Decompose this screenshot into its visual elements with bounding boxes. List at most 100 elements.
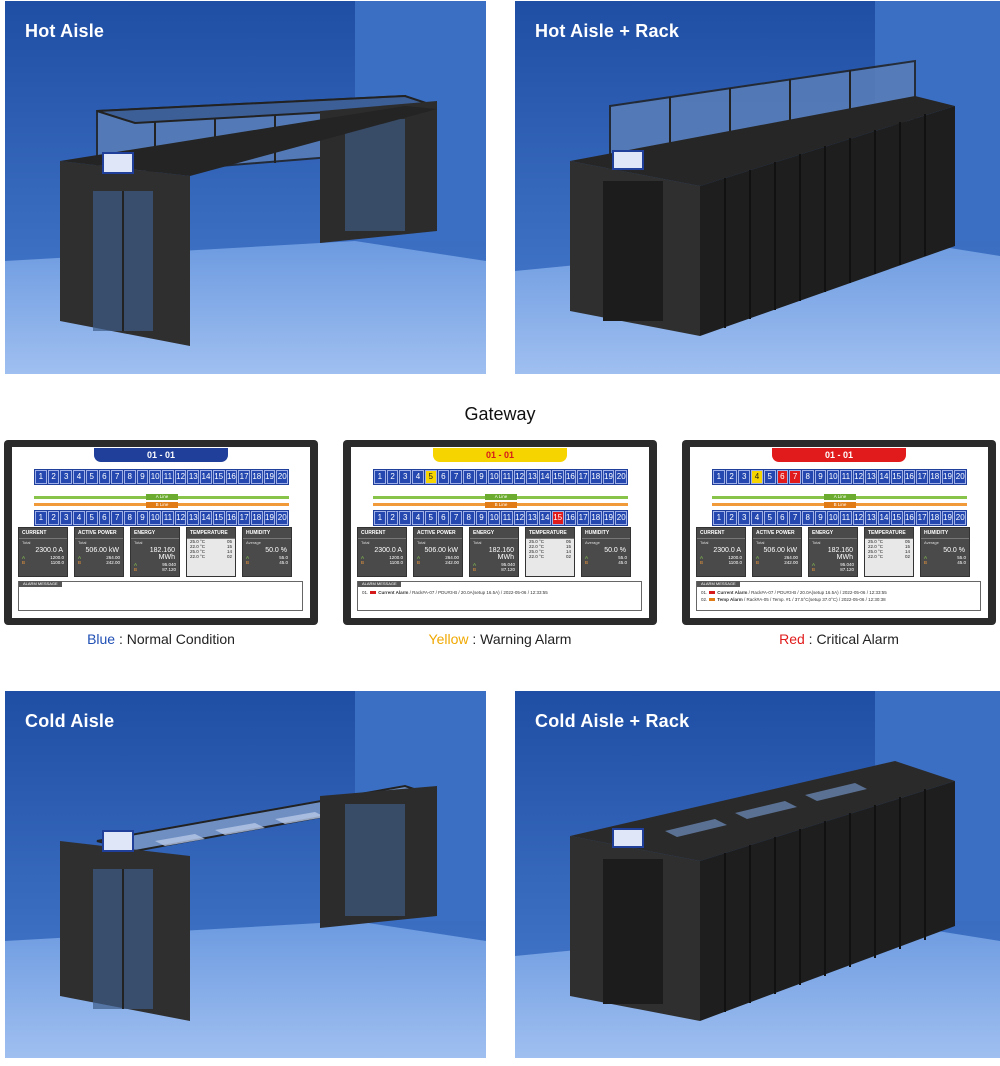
rack-cell[interactable]: 10 (488, 511, 501, 525)
rack-cell[interactable]: 14 (539, 470, 551, 484)
rack-cell[interactable]: 2 (47, 511, 60, 525)
rack-cell[interactable]: 1 (35, 470, 47, 484)
rack-cell[interactable]: 3 (60, 511, 73, 525)
rack-cell[interactable]: 18 (928, 511, 941, 525)
rack-cell[interactable]: 12 (513, 511, 526, 525)
rack-cell[interactable]: 6 (437, 470, 450, 484)
rack-cell[interactable]: 20 (276, 470, 289, 484)
rack-cell[interactable]: 1 (374, 511, 386, 525)
rack-cell[interactable]: 18 (589, 511, 602, 525)
rack-cell[interactable]: 5 (763, 511, 776, 525)
rack-cell[interactable]: 15 (212, 511, 225, 525)
rack-cell[interactable]: 15 (890, 470, 903, 484)
rack-cell[interactable]: 16 (225, 511, 238, 525)
rack-cell[interactable]: 9 (814, 511, 827, 525)
rack-cell[interactable]: 18 (928, 470, 941, 484)
rack-cell[interactable]: 6 (98, 511, 111, 525)
rack-cell[interactable]: 13 (865, 511, 878, 525)
rack-cell[interactable]: 1 (713, 470, 725, 484)
rack-cell[interactable]: 11 (162, 470, 174, 484)
rack-cell[interactable]: 8 (123, 470, 136, 484)
rack-cell[interactable]: 2 (725, 511, 738, 525)
rack-cell[interactable]: 4 (412, 470, 424, 484)
rack-cell[interactable]: 2 (47, 470, 60, 484)
rack-cell[interactable]: 12 (174, 470, 187, 484)
rack-cell[interactable]: 19 (941, 470, 954, 484)
rack-cell[interactable]: 7 (789, 511, 801, 525)
rack-cell[interactable]: 17 (238, 470, 250, 484)
rack-cell[interactable]: 7 (450, 470, 462, 484)
rack-cell[interactable]: 17 (238, 511, 250, 525)
rack-cell[interactable]: 15 (890, 511, 903, 525)
rack-cell[interactable]: 7 (450, 511, 462, 525)
rack-cell[interactable]: 20 (615, 511, 628, 525)
rack-cell[interactable]: 14 (878, 511, 890, 525)
rack-cell[interactable]: 8 (801, 511, 814, 525)
rack-cell[interactable]: 16 (564, 511, 577, 525)
rack-cell[interactable]: 17 (916, 511, 928, 525)
rack-cell[interactable]: 9 (136, 470, 149, 484)
rack-cell[interactable]: 10 (827, 511, 840, 525)
rack-cell[interactable]: 7 (111, 470, 123, 484)
rack-cell[interactable]: 5 (85, 511, 98, 525)
rack-cell[interactable]: 12 (852, 511, 865, 525)
rack-cell[interactable]: 16 (903, 470, 916, 484)
rack-cell[interactable]: 11 (840, 470, 852, 484)
rack-cell[interactable]: 6 (776, 470, 789, 484)
rack-cell[interactable]: 3 (738, 470, 751, 484)
rack-cell[interactable]: 20 (954, 470, 967, 484)
rack-cell[interactable]: 7 (789, 470, 801, 484)
rack-cell[interactable]: 13 (526, 511, 539, 525)
rack-cell[interactable]: 11 (501, 470, 513, 484)
rack-cell[interactable]: 9 (475, 511, 488, 525)
rack-cell[interactable]: 1 (35, 511, 47, 525)
rack-cell[interactable]: 9 (814, 470, 827, 484)
rack-cell[interactable]: 18 (589, 470, 602, 484)
rack-cell[interactable]: 2 (725, 470, 738, 484)
rack-cell[interactable]: 3 (738, 511, 751, 525)
rack-cell[interactable]: 9 (475, 470, 488, 484)
rack-cell[interactable]: 13 (187, 511, 200, 525)
rack-cell[interactable]: 3 (399, 470, 412, 484)
rack-cell[interactable]: 15 (551, 511, 564, 525)
rack-cell[interactable]: 1 (374, 470, 386, 484)
rack-cell[interactable]: 11 (840, 511, 852, 525)
rack-cell[interactable]: 14 (878, 470, 890, 484)
rack-cell[interactable]: 4 (73, 470, 85, 484)
rack-cell[interactable]: 6 (437, 511, 450, 525)
rack-cell[interactable]: 16 (564, 470, 577, 484)
rack-cell[interactable]: 17 (577, 511, 589, 525)
rack-cell[interactable]: 18 (250, 470, 263, 484)
rack-cell[interactable]: 15 (212, 470, 225, 484)
rack-cell[interactable]: 20 (276, 511, 289, 525)
rack-cell[interactable]: 3 (60, 470, 73, 484)
rack-cell[interactable]: 4 (73, 511, 85, 525)
rack-cell[interactable]: 19 (602, 511, 615, 525)
rack-cell[interactable]: 6 (98, 470, 111, 484)
rack-cell[interactable]: 5 (424, 511, 437, 525)
rack-cell[interactable]: 14 (200, 511, 212, 525)
rack-cell[interactable]: 10 (488, 470, 501, 484)
rack-cell[interactable]: 2 (386, 470, 399, 484)
rack-cell[interactable]: 10 (149, 511, 162, 525)
rack-cell[interactable]: 12 (174, 511, 187, 525)
rack-cell[interactable]: 12 (852, 470, 865, 484)
rack-cell[interactable]: 10 (149, 470, 162, 484)
rack-cell[interactable]: 17 (577, 470, 589, 484)
rack-cell[interactable]: 4 (751, 511, 763, 525)
rack-cell[interactable]: 11 (501, 511, 513, 525)
rack-cell[interactable]: 19 (263, 470, 276, 484)
rack-cell[interactable]: 16 (903, 511, 916, 525)
rack-cell[interactable]: 14 (539, 511, 551, 525)
rack-cell[interactable]: 13 (865, 470, 878, 484)
rack-cell[interactable]: 17 (916, 470, 928, 484)
rack-cell[interactable]: 4 (412, 511, 424, 525)
rack-cell[interactable]: 7 (111, 511, 123, 525)
rack-cell[interactable]: 14 (200, 470, 212, 484)
rack-cell[interactable]: 18 (250, 511, 263, 525)
rack-cell[interactable]: 20 (954, 511, 967, 525)
rack-cell[interactable]: 8 (462, 511, 475, 525)
rack-cell[interactable]: 5 (763, 470, 776, 484)
rack-cell[interactable]: 13 (526, 470, 539, 484)
rack-cell[interactable]: 9 (136, 511, 149, 525)
